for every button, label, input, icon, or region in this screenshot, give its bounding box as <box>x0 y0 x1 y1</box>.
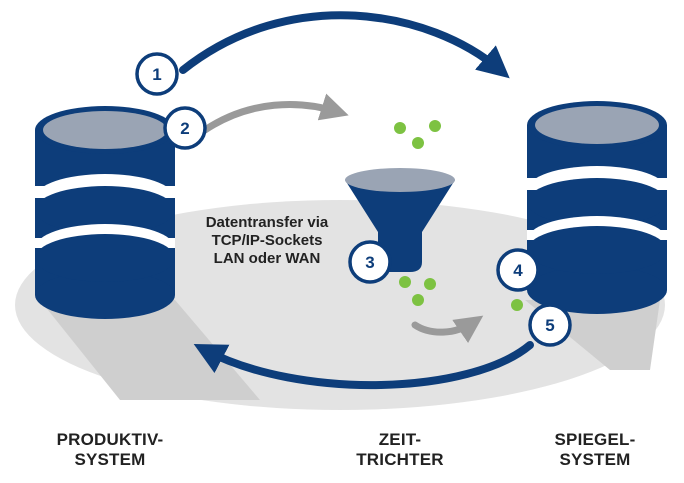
transfer-line-3: LAN oder WAN <box>213 250 321 267</box>
step-4: 4 <box>496 248 540 292</box>
caption-time-funnel: ZEIT- TRICHTER <box>356 430 444 470</box>
svg-text:2: 2 <box>180 119 189 138</box>
funnel-icon <box>345 168 455 272</box>
transfer-description: Datentransfer via TCP/IP-Sockets LAN ode… <box>178 214 356 268</box>
arrow-5 <box>193 341 534 390</box>
database-left-icon <box>35 106 175 319</box>
arrow-3 <box>411 315 484 344</box>
caption-mirror-system: SPIEGEL- SYSTEM <box>554 430 636 470</box>
caption-production-system: PRODUKTIV- SYSTEM <box>56 430 164 470</box>
arrow-2 <box>201 93 349 134</box>
shadow-left <box>40 300 260 400</box>
svg-text:1: 1 <box>152 65 161 84</box>
arrow-1 <box>179 11 510 79</box>
transfer-line-1: Datentransfer via <box>205 214 329 231</box>
svg-text:5: 5 <box>545 316 554 335</box>
step-3: 3 <box>348 240 392 284</box>
data-dots <box>394 120 523 311</box>
database-right-icon <box>527 101 667 314</box>
svg-text:3: 3 <box>365 253 374 272</box>
step-1: 1 <box>135 52 179 96</box>
svg-text:4: 4 <box>513 261 523 280</box>
step-2: 2 <box>163 106 207 150</box>
step-5: 5 <box>528 303 572 347</box>
transfer-line-2: TCP/IP-Sockets <box>211 232 323 249</box>
